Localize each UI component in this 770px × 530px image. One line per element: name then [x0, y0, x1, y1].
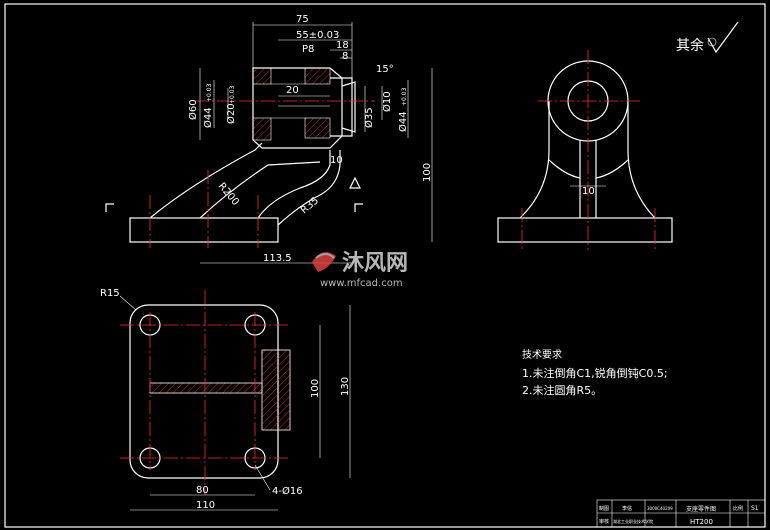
roughness-note: 其余: [676, 37, 704, 54]
tech-item-1: 1.未注倒角C1,锐角倒钝C0.5;: [522, 366, 668, 380]
top-section-flange: [261, 349, 291, 431]
dim-d35: Ø35: [363, 107, 375, 128]
dim-d60: Ø60: [187, 99, 199, 120]
title-block: 制图 审核 李信 3000C40209 湖北工业职业技术学院 支座零件图 HT2…: [596, 499, 766, 528]
front-base: [129, 217, 279, 243]
side-body: [519, 101, 550, 219]
dim-r35: R35: [299, 195, 321, 216]
dim-d44r-tol: +0.03: [401, 87, 408, 106]
front-rib: [149, 142, 263, 219]
front-section-hatch-bottom: [252, 117, 272, 141]
tb-sheet: S1: [751, 505, 759, 512]
tb-col1: 制图: [599, 505, 609, 512]
side-base: [497, 217, 673, 243]
dim-d44-tol: +0.03: [206, 83, 213, 102]
dim-p8: P8: [302, 44, 314, 55]
dim-20: 20: [286, 85, 299, 96]
tb-drawing-name: 支座零件图: [686, 505, 716, 513]
front-boss: [252, 67, 343, 149]
front-view: 75 55±0.03 P8 18 8 15° 20 Ø60 Ø44 +0.03 …: [105, 14, 433, 264]
dim-d10: Ø10: [381, 91, 393, 112]
top-dim-holes: 4-Ø16: [272, 485, 303, 497]
drawing-frame: [4, 3, 766, 528]
top-dim-110: 110: [196, 500, 215, 511]
front-section-hatch-top: [252, 67, 272, 85]
dim-angle: 15°: [376, 64, 394, 75]
tech-title: 技术要求: [522, 348, 562, 361]
tb-school: 湖北工业职业技术学院: [613, 518, 653, 524]
top-view: R15 100 130 80 110 4-Ø16: [100, 288, 351, 511]
dim-overall-length: 75: [296, 14, 309, 25]
tb-material: HT200: [690, 518, 713, 526]
dim-t10: 10: [330, 155, 343, 166]
top-dim-80: 80: [196, 485, 209, 496]
dim-8: 8: [342, 51, 348, 62]
tb-col2: 审核: [599, 518, 609, 525]
dim-r200: R200: [216, 181, 241, 208]
tb-sheet-label: 比例: [733, 505, 743, 512]
watermark-brand: 沐风网: [342, 251, 408, 276]
dim-d44r: Ø44: [397, 111, 409, 132]
tech-item-2: 2.未注圆角R5。: [522, 383, 602, 397]
roughness-symbol: 其余: [676, 21, 739, 54]
dim-d20h: Ø20: [225, 103, 237, 124]
tb-name1: 李信: [622, 505, 632, 512]
dim-d20h-tol: +0.03: [229, 85, 236, 104]
top-dim-130: 130: [340, 377, 351, 396]
dim-18: 18: [336, 40, 349, 51]
dim-h100: 100: [422, 163, 433, 182]
dim-base-len: 113.5: [263, 253, 292, 264]
top-section-web: [149, 382, 263, 394]
tech-requirements: 技术要求 1.未注倒角C1,锐角倒钝C0.5; 2.未注圆角R5。: [522, 348, 668, 397]
watermark-url: www.mfcad.com: [320, 278, 403, 289]
dim-d44: Ø44: [202, 107, 214, 128]
top-dim-r15: R15: [100, 288, 120, 299]
tb-code: 3000C40209: [647, 506, 673, 511]
watermark: 沐风网 www.mfcad.com: [312, 251, 408, 289]
side-view: 10: [497, 50, 673, 250]
side-dim-10: 10: [582, 186, 595, 197]
dim-55: 55±0.03: [296, 30, 339, 41]
top-dim-100: 100: [310, 379, 321, 398]
